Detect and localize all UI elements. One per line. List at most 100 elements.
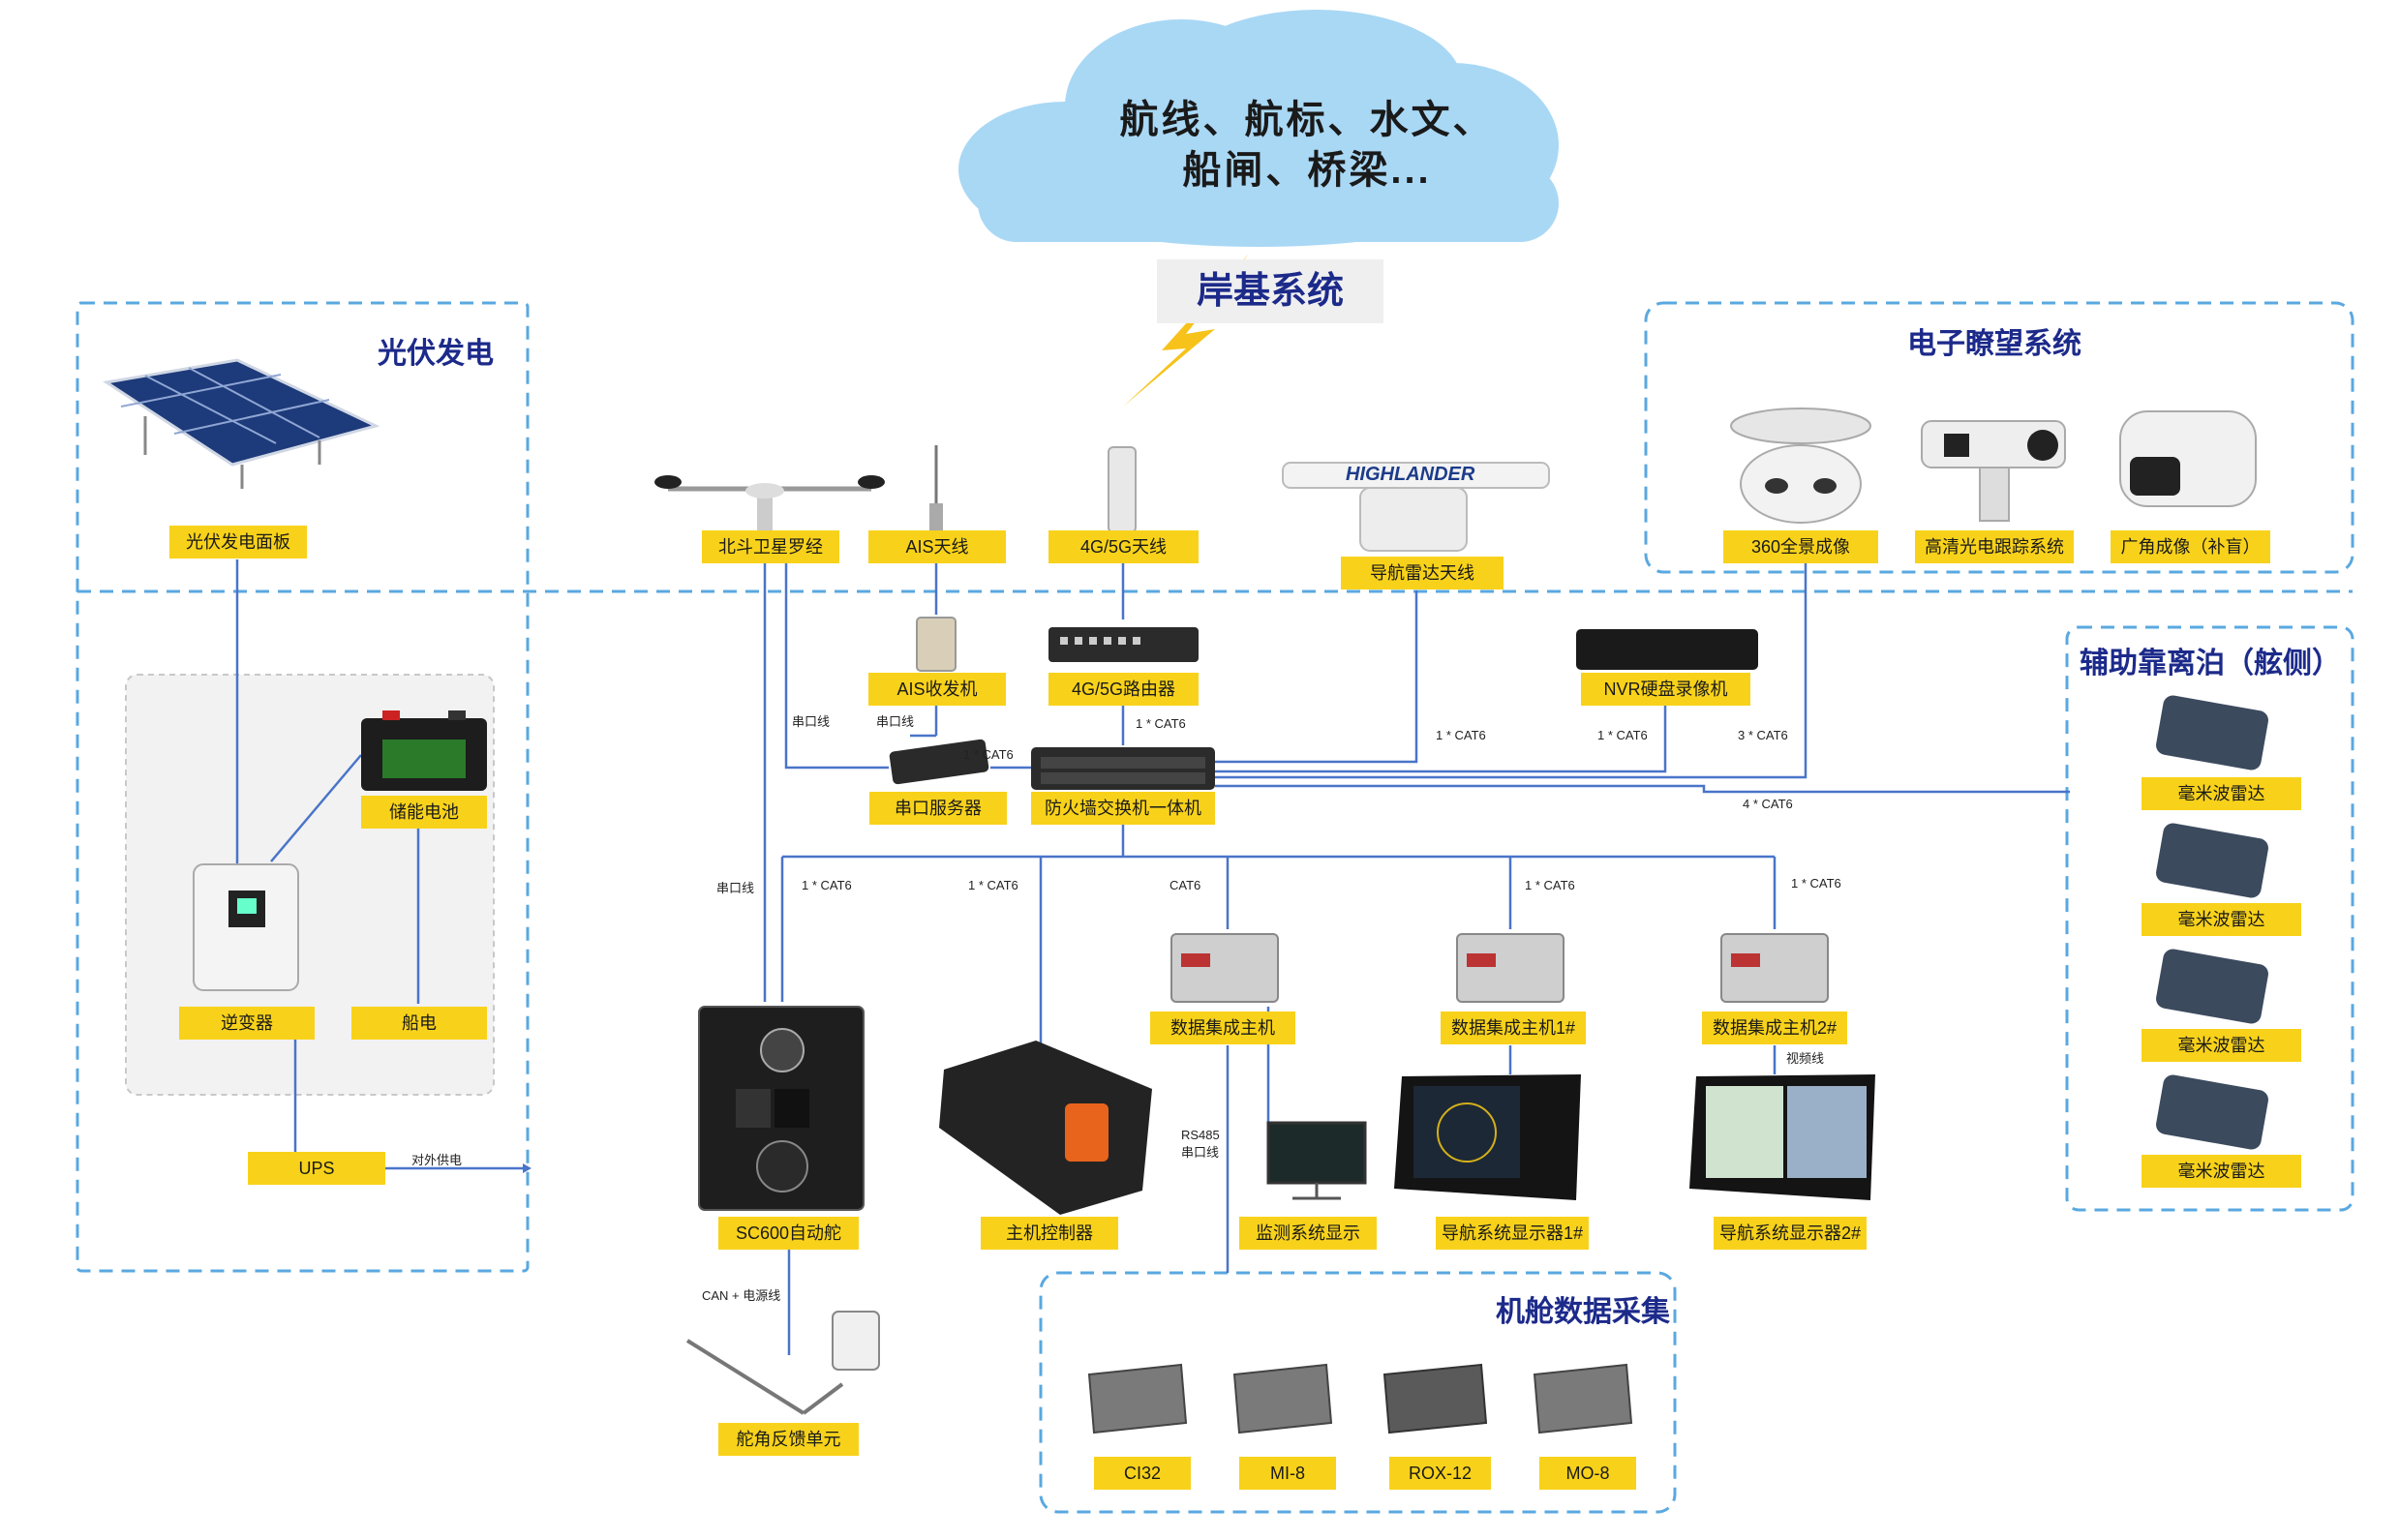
link-cat6-radar: 1 * CAT6 (1436, 728, 1486, 742)
link-external-power: 对外供电 (411, 1153, 463, 1167)
label-autopilot: SC600自动舵 (718, 1217, 859, 1250)
label-4g5g-router: 4G/5G路由器 (1048, 673, 1199, 706)
switch-icon (1031, 747, 1215, 790)
svg-text:HIGHLANDER: HIGHLANDER (1346, 464, 1475, 485)
label-serial-server: 串口服务器 (869, 792, 1007, 825)
cloud-line-1: 航线、航标、水文、 (1119, 99, 1495, 141)
label-cam-wide: 广角成像（补盲） (2111, 530, 2270, 563)
router-icon (1048, 627, 1199, 662)
rudder-feedback-icon (685, 1311, 880, 1415)
label-nav-display2: 导航系统显示器2# (1714, 1217, 1867, 1250)
link-rs485-line1: RS485 (1181, 1128, 1220, 1142)
mi8-module-icon (1232, 1363, 1333, 1434)
label-data-host: 数据集成主机 (1150, 1012, 1295, 1044)
label-ci32: CI32 (1094, 1457, 1191, 1490)
data-host-icon (1170, 933, 1279, 1003)
radar-antenna-icon: HIGHLANDER (1282, 462, 1550, 552)
link-can-power: CAN + 电源线 (702, 1288, 781, 1303)
pv-section-title: 光伏发电 (378, 338, 494, 370)
label-cam-hd: 高清光电跟踪系统 (1915, 530, 2074, 563)
ais-antenna-icon (929, 445, 943, 532)
label-data-host1: 数据集成主机1# (1441, 1012, 1586, 1044)
cloud-line-2: 船闸、桥梁... (1182, 149, 1432, 192)
nav-display1-icon (1394, 1074, 1581, 1200)
monitor-display-icon (1266, 1121, 1367, 1200)
berthing-section-title: 辅助靠离泊（舷侧） (2080, 648, 2341, 679)
ci32-module-icon (1087, 1363, 1188, 1434)
main-controller-icon (939, 1041, 1152, 1215)
label-ais-transceiver: AIS收发机 (868, 673, 1006, 706)
label-mmw-radar-2: 毫米波雷达 (2142, 903, 2301, 936)
mmw-radar-icon-3 (2156, 949, 2268, 1024)
label-ais-antenna: AIS天线 (868, 530, 1006, 563)
mmw-radar-icon-1 (2156, 695, 2268, 770)
label-ship-power: 船电 (351, 1007, 487, 1040)
label-data-host2: 数据集成主机2# (1702, 1012, 1847, 1044)
label-firewall-switch: 防火墙交换机一体机 (1031, 792, 1215, 825)
data-host1-icon (1456, 933, 1565, 1003)
mmw-radar-icon-2 (2156, 823, 2268, 898)
inverter-icon (193, 863, 299, 991)
dome-camera-icon (1730, 408, 1871, 524)
label-main-controller: 主机控制器 (981, 1217, 1118, 1250)
nvr-icon (1576, 629, 1758, 670)
label-radar-antenna: 导航雷达天线 (1341, 557, 1504, 589)
label-mmw-radar-4: 毫米波雷达 (2142, 1155, 2301, 1188)
engine-section-title: 机舱数据采集 (1496, 1296, 1670, 1328)
cloud-text: 航线、航标、水文、 船闸、桥梁... (1065, 95, 1549, 196)
link-cat6-data-host: CAT6 (1170, 878, 1201, 892)
berthing-section-border (2065, 625, 2354, 1212)
cloud-shape (958, 10, 1559, 247)
link-serial-2: 串口线 (876, 714, 915, 729)
ais-transceiver-icon (916, 617, 957, 672)
engine-section-border (1039, 1271, 1677, 1514)
label-pv-panel: 光伏发电面板 (169, 526, 307, 559)
nav-display2-icon (1689, 1074, 1875, 1200)
compass-antenna-icon (654, 475, 885, 531)
solar-panel-icon (102, 358, 380, 489)
data-host2-icon (1720, 933, 1829, 1003)
link-video: 视频线 (1786, 1051, 1825, 1066)
label-mmw-radar-1: 毫米波雷达 (2142, 777, 2301, 810)
label-storage-battery: 储能电池 (361, 796, 487, 829)
autopilot-console-icon (698, 1006, 865, 1211)
label-mo8: MO-8 (1539, 1457, 1636, 1490)
mo8-module-icon (1533, 1363, 1633, 1434)
label-rox12: ROX-12 (1389, 1457, 1491, 1490)
link-cat6-cams: 3 * CAT6 (1738, 728, 1788, 742)
label-monitor-display: 监测系统显示 (1239, 1217, 1377, 1250)
lookout-section-title: 电子瞭望系统 (1907, 328, 2081, 360)
label-beidou: 北斗卫星罗经 (702, 530, 839, 563)
label-rudder-feedback: 舵角反馈单元 (718, 1423, 859, 1456)
link-serial-1: 串口线 (792, 714, 831, 729)
ptz-camera-icon (1921, 420, 2066, 522)
link-cat6-autopilot: 1 * CAT6 (802, 878, 852, 892)
rox12-module-icon (1382, 1363, 1488, 1434)
label-ups: UPS (248, 1152, 385, 1185)
label-cam-360: 360全景成像 (1723, 530, 1878, 563)
serial-server-icon (889, 739, 989, 785)
shore-system-title: 岸基系统 (1157, 259, 1383, 323)
lookout-section-border (1644, 301, 2354, 574)
link-serial-3: 串口线 (716, 881, 755, 895)
battery-icon (361, 710, 487, 791)
link-cat6-host2: 1 * CAT6 (1791, 876, 1841, 891)
label-nav-display1: 导航系统显示器1# (1436, 1217, 1589, 1250)
link-cat6-nvr: 1 * CAT6 (1597, 728, 1648, 742)
link-cat6-router: 1 * CAT6 (1136, 716, 1186, 731)
link-rs485-line2: 串口线 (1181, 1145, 1220, 1160)
pv-section-border (76, 301, 530, 1273)
wide-camera-icon (2119, 410, 2257, 507)
label-mmw-radar-3: 毫米波雷达 (2142, 1029, 2301, 1062)
4g-antenna-icon (1108, 446, 1137, 533)
link-cat6-host1: 1 * CAT6 (1525, 878, 1575, 892)
link-cat6-serial-server: 1 * CAT6 (963, 747, 1014, 762)
label-4g5g-antenna: 4G/5G天线 (1048, 530, 1199, 563)
link-cat6-mmw: 4 * CAT6 (1743, 797, 1793, 811)
label-inverter: 逆变器 (179, 1007, 315, 1040)
label-mi8: MI-8 (1239, 1457, 1336, 1490)
mmw-radar-icon-4 (2156, 1074, 2268, 1150)
link-cat6-main-ctrl: 1 * CAT6 (968, 878, 1018, 892)
label-nvr: NVR硬盘录像机 (1581, 673, 1750, 706)
